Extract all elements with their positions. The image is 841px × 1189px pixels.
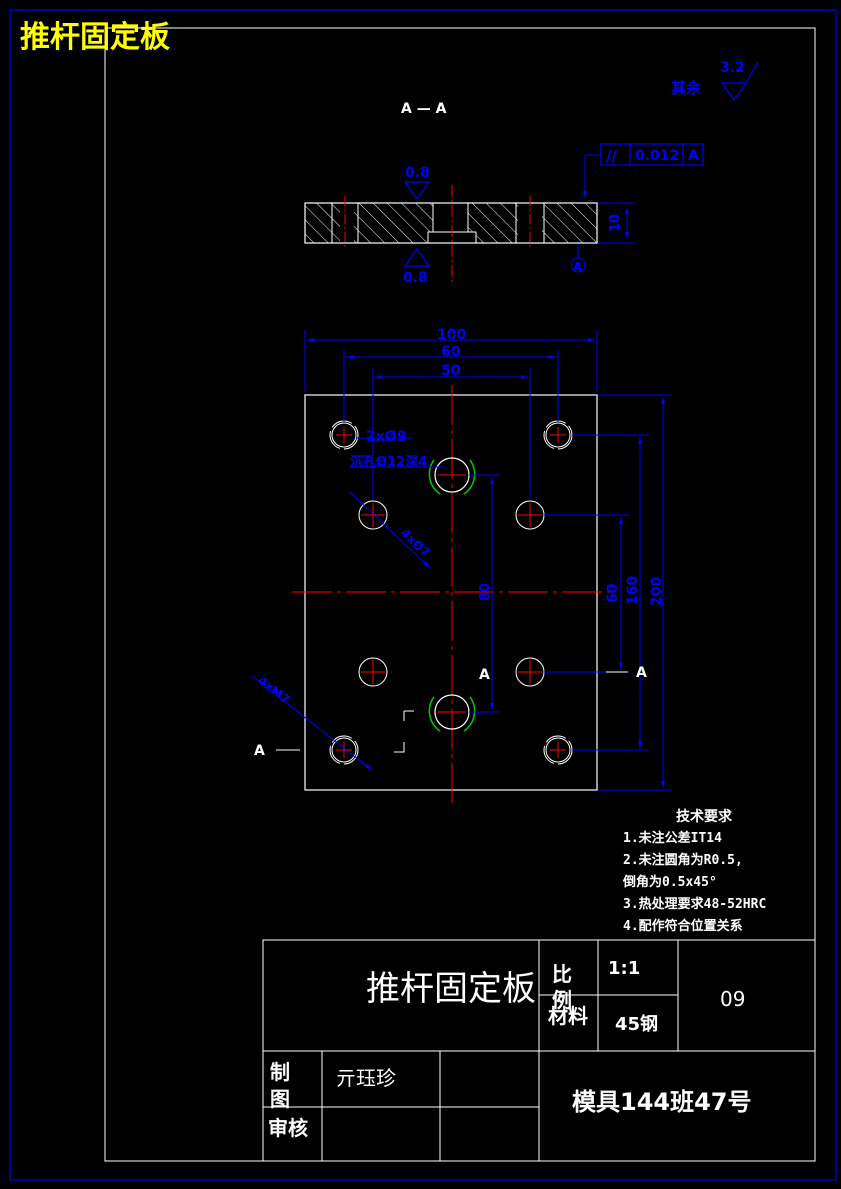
tech-item-5: 4.配作符合位置关系 xyxy=(623,918,743,934)
hole-d7-4 xyxy=(515,657,545,687)
hole-corner-bl xyxy=(329,735,359,765)
tech-heading: 技术要求 xyxy=(676,808,733,825)
hole-corner-br xyxy=(543,735,573,765)
dim-50: 50 xyxy=(441,363,461,379)
hole-corner-tl xyxy=(329,420,359,450)
tech-item-3: 倒角为0.5x45° xyxy=(622,874,717,890)
plan-view: 100 60 50 200 160 60 80 2xØ9 沉孔Ø12深4 4xØ… xyxy=(251,327,672,805)
roughness-top: 0.8 xyxy=(405,165,430,181)
outer-frame xyxy=(9,9,837,1181)
roughness-general: 其余 3.2 xyxy=(671,60,759,102)
note-holes-2x9: 2xØ9 xyxy=(366,429,406,445)
tb-drawn-label-2: 图 xyxy=(270,1087,290,1111)
tolerance-symbol: // xyxy=(606,147,617,165)
dim-60-right: 60 xyxy=(605,583,621,603)
tb-check-label: 审核 xyxy=(268,1116,308,1140)
hole-d7-1 xyxy=(358,500,388,530)
tb-scale-label: 比 xyxy=(552,962,572,986)
dim-60-top: 60 xyxy=(441,344,461,360)
tolerance-datum: A xyxy=(688,148,699,164)
thickness-dim: 10 xyxy=(608,214,623,232)
dim-160: 160 xyxy=(625,576,641,605)
datum-label: A xyxy=(573,260,583,274)
hole-d7-3 xyxy=(358,657,388,687)
section-label: A — A xyxy=(401,101,447,117)
tolerance-value: 0.012 xyxy=(635,148,679,164)
cut-label-right: A xyxy=(636,665,647,681)
tb-drawn-by: 亓珏珍 xyxy=(336,1066,396,1090)
tb-part-name: 推杆固定板 xyxy=(366,969,536,1009)
tech-item-1: 1.未注公差IT14 xyxy=(623,830,722,846)
tech-requirements: 技术要求 1.未注公差IT14 2.未注圆角为R0.5, 倒角为0.5x45° … xyxy=(622,808,766,934)
roughness-general-prefix: 其余 xyxy=(671,79,702,97)
title-block xyxy=(262,939,816,1162)
dim-80: 80 xyxy=(478,583,493,601)
tb-drawing-no: 09 xyxy=(720,987,745,1011)
hole-d7-2 xyxy=(515,500,545,530)
roughness-general-value: 3.2 xyxy=(720,60,745,76)
tb-scale-label-2: 例 xyxy=(552,988,572,1012)
tech-item-4: 3.热处理要求48-52HRC xyxy=(623,896,766,912)
dim-100: 100 xyxy=(437,327,466,343)
tb-material-label: 材料 xyxy=(548,1004,588,1028)
cut-label-mid: A xyxy=(479,667,490,683)
tb-scale-label-full: 比例 xyxy=(0,0,2,1)
note-counterbore: 沉孔Ø12深4 xyxy=(350,454,427,470)
tb-class-info: 模具144班47号 xyxy=(572,1088,752,1116)
tech-item-2: 2.未注圆角为R0.5, xyxy=(623,852,743,868)
note-threads-4m7: 4xM7 xyxy=(255,673,292,706)
tb-material-value: 45钢 xyxy=(615,1013,658,1035)
section-view: 0.8 0.8 10 // 0.012 A A xyxy=(304,143,704,286)
roughness-bottom: 0.8 xyxy=(403,270,428,286)
tb-scale-value: 1:1 xyxy=(608,958,640,979)
hole-corner-tr xyxy=(543,420,573,450)
sheet-title: 推杆固定板 xyxy=(20,20,170,55)
tb-drawn-label-1: 制 xyxy=(270,1060,290,1084)
dim-200: 200 xyxy=(649,577,665,606)
cut-label-left: A xyxy=(254,743,265,759)
